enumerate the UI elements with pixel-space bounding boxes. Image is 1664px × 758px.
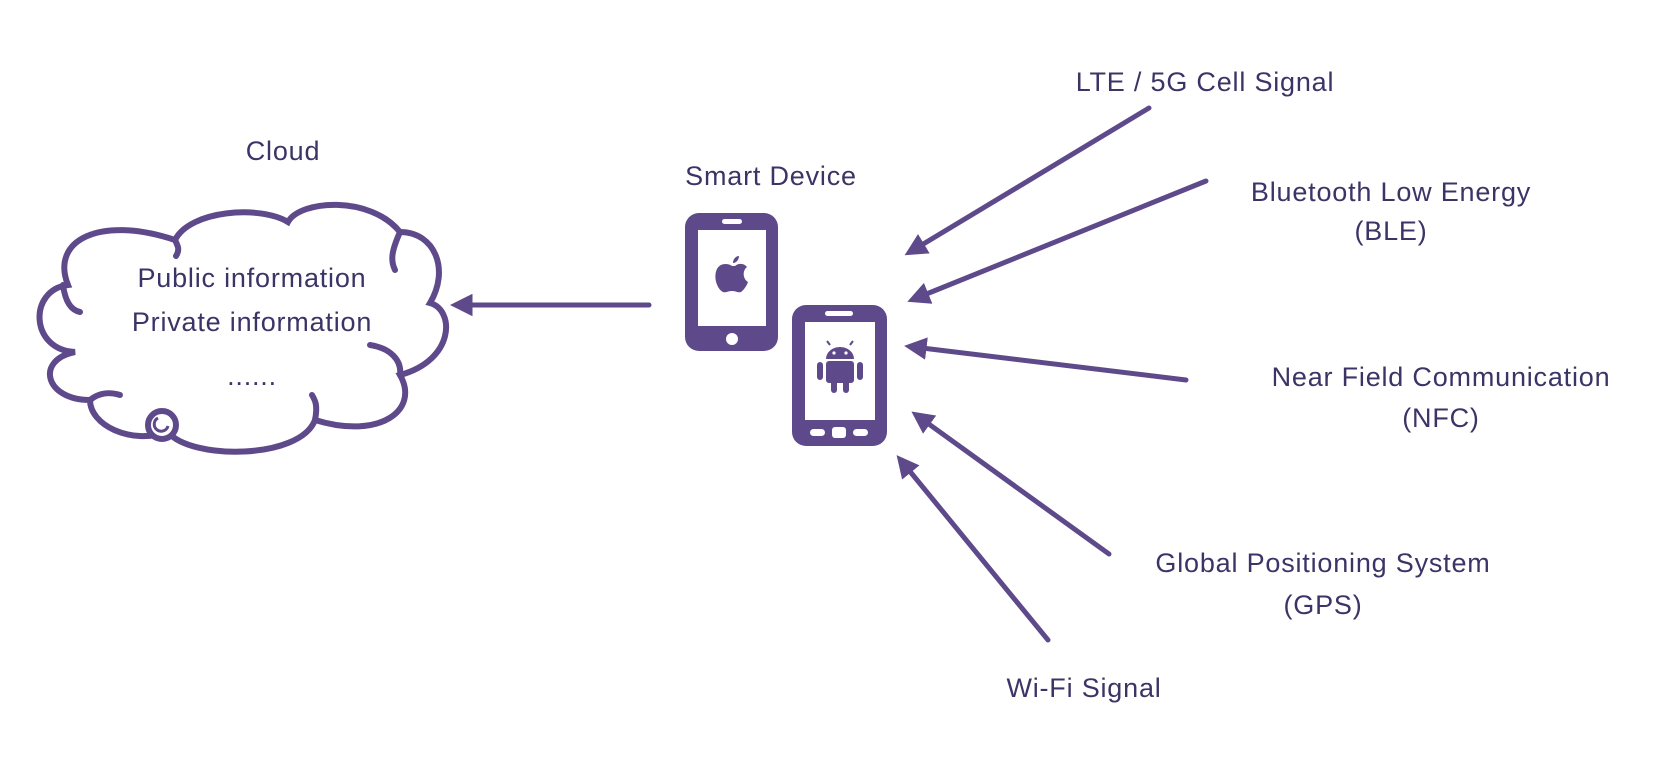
lte-label: LTE / 5G Cell Signal bbox=[1076, 67, 1335, 97]
cloud-line-private: Private information bbox=[132, 307, 372, 337]
cloud-title: Cloud bbox=[246, 136, 321, 166]
nfc-arrow bbox=[904, 337, 1189, 383]
nfc-abbrev: (NFC) bbox=[1402, 403, 1479, 433]
cloud-line-public: Public information bbox=[137, 263, 366, 293]
apple-phone-icon bbox=[685, 213, 778, 351]
lte-arrow bbox=[904, 105, 1152, 256]
ble-abbrev: (BLE) bbox=[1354, 216, 1427, 246]
android-phone-icon bbox=[792, 305, 887, 446]
gps-abbrev: (GPS) bbox=[1283, 590, 1362, 620]
cloud-swirl-icon bbox=[145, 408, 179, 442]
gps-label: Global Positioning System bbox=[1155, 548, 1490, 578]
wifi-arrow bbox=[896, 455, 1051, 643]
cloud-line-more: ...... bbox=[227, 361, 277, 391]
gps-arrow bbox=[911, 411, 1112, 557]
cloud-shape bbox=[36, 201, 450, 455]
nfc-label: Near Field Communication bbox=[1272, 362, 1611, 392]
ble-arrow bbox=[907, 178, 1209, 304]
device-title: Smart Device bbox=[685, 161, 857, 191]
ble-label: Bluetooth Low Energy bbox=[1251, 177, 1531, 207]
wifi-label: Wi-Fi Signal bbox=[1006, 673, 1161, 703]
